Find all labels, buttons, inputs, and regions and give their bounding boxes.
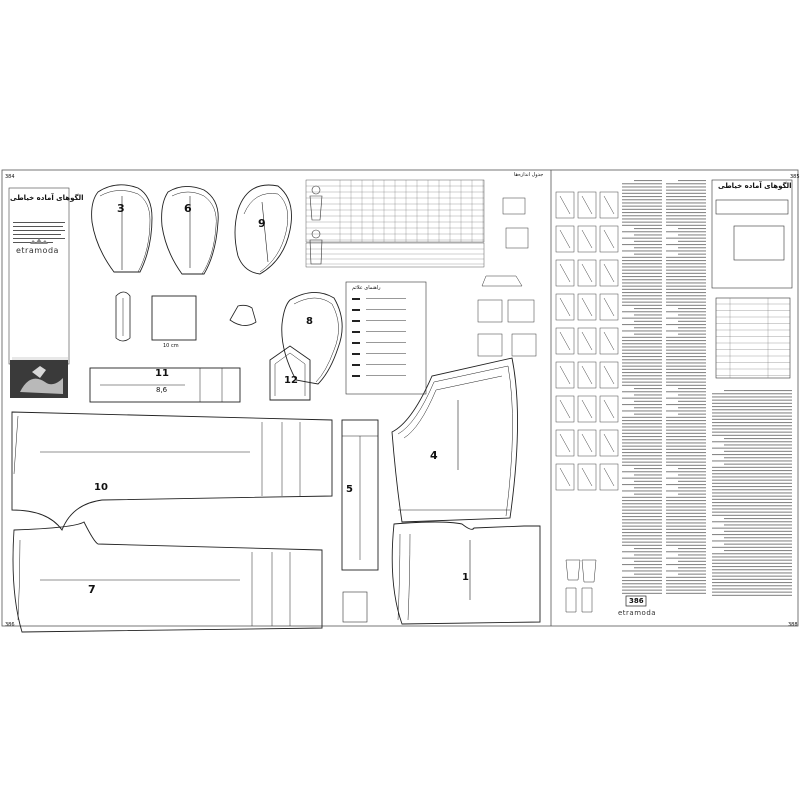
pocket-piece: [229, 304, 257, 326]
trouser-piece-4: [391, 357, 518, 523]
page-number-bottom-right: 388: [788, 622, 798, 628]
piece-label-6: 6: [184, 202, 192, 215]
legend-title: راهنمای علائم: [352, 285, 381, 291]
piece-label-3: 3: [117, 202, 125, 215]
square-label: 10 cm: [163, 343, 179, 349]
size-table-title: جدول اندازه‌ها: [514, 172, 544, 178]
left-panel-title: الگوهای آماده خیاطی: [10, 194, 84, 202]
page-number-bottom-left: 386: [5, 622, 15, 628]
garment-sketches: [565, 559, 597, 613]
piece-label-7: 7: [88, 583, 96, 596]
test-square: [151, 295, 197, 341]
trouser-piece-1: [391, 521, 541, 625]
piece-label-8: 8: [306, 316, 313, 327]
tab-piece: [115, 291, 131, 342]
text-columns: [622, 180, 792, 596]
strip-piece-5: [341, 419, 379, 571]
piece-label-9: 9: [258, 217, 266, 230]
piece-label-1: 1: [462, 572, 469, 583]
sleeve-piece-9: [234, 184, 292, 275]
issue-number: 386: [629, 597, 644, 605]
trouser-piece-7: [12, 521, 323, 633]
trouser-piece-10: [11, 411, 333, 531]
sleeve-piece-right: [281, 292, 343, 385]
waistband-piece-11: [89, 367, 241, 403]
left-brand-logo: etramoda: [16, 246, 59, 255]
sewing-steps: [555, 191, 619, 491]
left-instruction-panel: [8, 187, 70, 365]
page-number-right: 385: [790, 174, 800, 180]
bottom-brand-logo: etramoda: [618, 609, 657, 617]
sleeve-piece-3: [91, 184, 153, 273]
piece-info-box: [342, 591, 368, 623]
page-number-left: 384: [5, 174, 15, 180]
yoke-piece-12: [269, 345, 311, 401]
piece-label-12: 12: [284, 375, 298, 386]
figure-sketches: [309, 185, 323, 265]
sleeve-piece-6: [161, 186, 219, 275]
instruction-thumbs: [477, 197, 537, 357]
issue-number-box: [625, 595, 647, 607]
fold-label: 8,6: [156, 386, 168, 394]
piece-label-11: 11: [155, 368, 169, 379]
right-info-box: [711, 179, 793, 379]
piece-label-4: 4: [430, 449, 438, 462]
right-panel-title: الگوهای آماده خیاطی: [718, 182, 792, 190]
piece-label-5: 5: [346, 484, 353, 495]
piece-label-10: 10: [94, 482, 108, 493]
